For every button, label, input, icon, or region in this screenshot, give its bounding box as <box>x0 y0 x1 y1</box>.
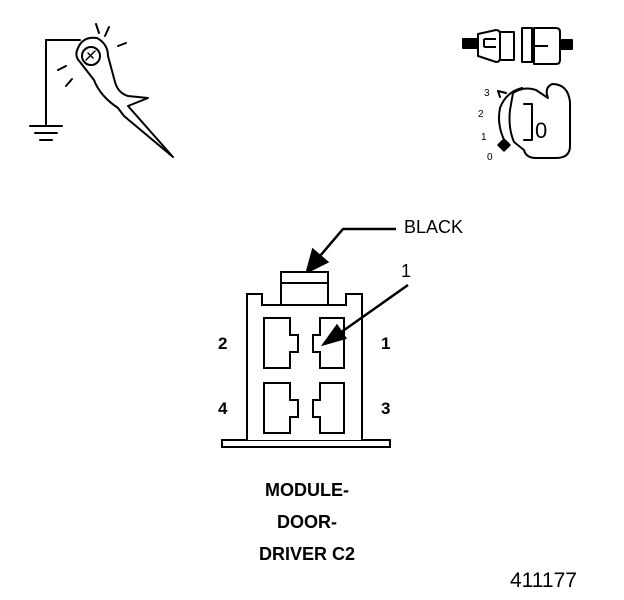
black-callout-leader <box>305 227 396 275</box>
pin-label-4: 4 <box>218 399 228 418</box>
pin-label-3: 3 <box>381 399 391 418</box>
cavity-3 <box>312 382 345 434</box>
connector-title-line-3: DRIVER C2 <box>258 544 356 564</box>
pin-label-1: 1 <box>381 334 391 353</box>
ignition-position-2: 2 <box>478 109 484 120</box>
pin-label-2: 2 <box>218 334 228 353</box>
ignition-key-icon <box>497 83 571 159</box>
figure-number: 411177 <box>510 569 577 592</box>
ignition-key-label: 0 <box>535 118 548 143</box>
cavity-2 <box>263 317 299 369</box>
ignition-position-0: 0 <box>487 152 493 163</box>
cavity-callout-arrow <box>320 283 409 347</box>
connector-disconnect-icon <box>462 27 573 65</box>
ignition-position-1: 1 <box>481 132 487 143</box>
test-light-ground-icon <box>29 23 174 158</box>
connector-title-line-2: DOOR- <box>277 512 337 532</box>
cavity-4 <box>263 382 299 434</box>
callout-number: 1 <box>401 261 412 281</box>
ignition-position-3: 3 <box>484 88 490 99</box>
connector-color-label: BLACK <box>404 217 464 237</box>
connector-title-line-1: MODULE- <box>265 480 349 500</box>
connector-body <box>221 271 391 448</box>
